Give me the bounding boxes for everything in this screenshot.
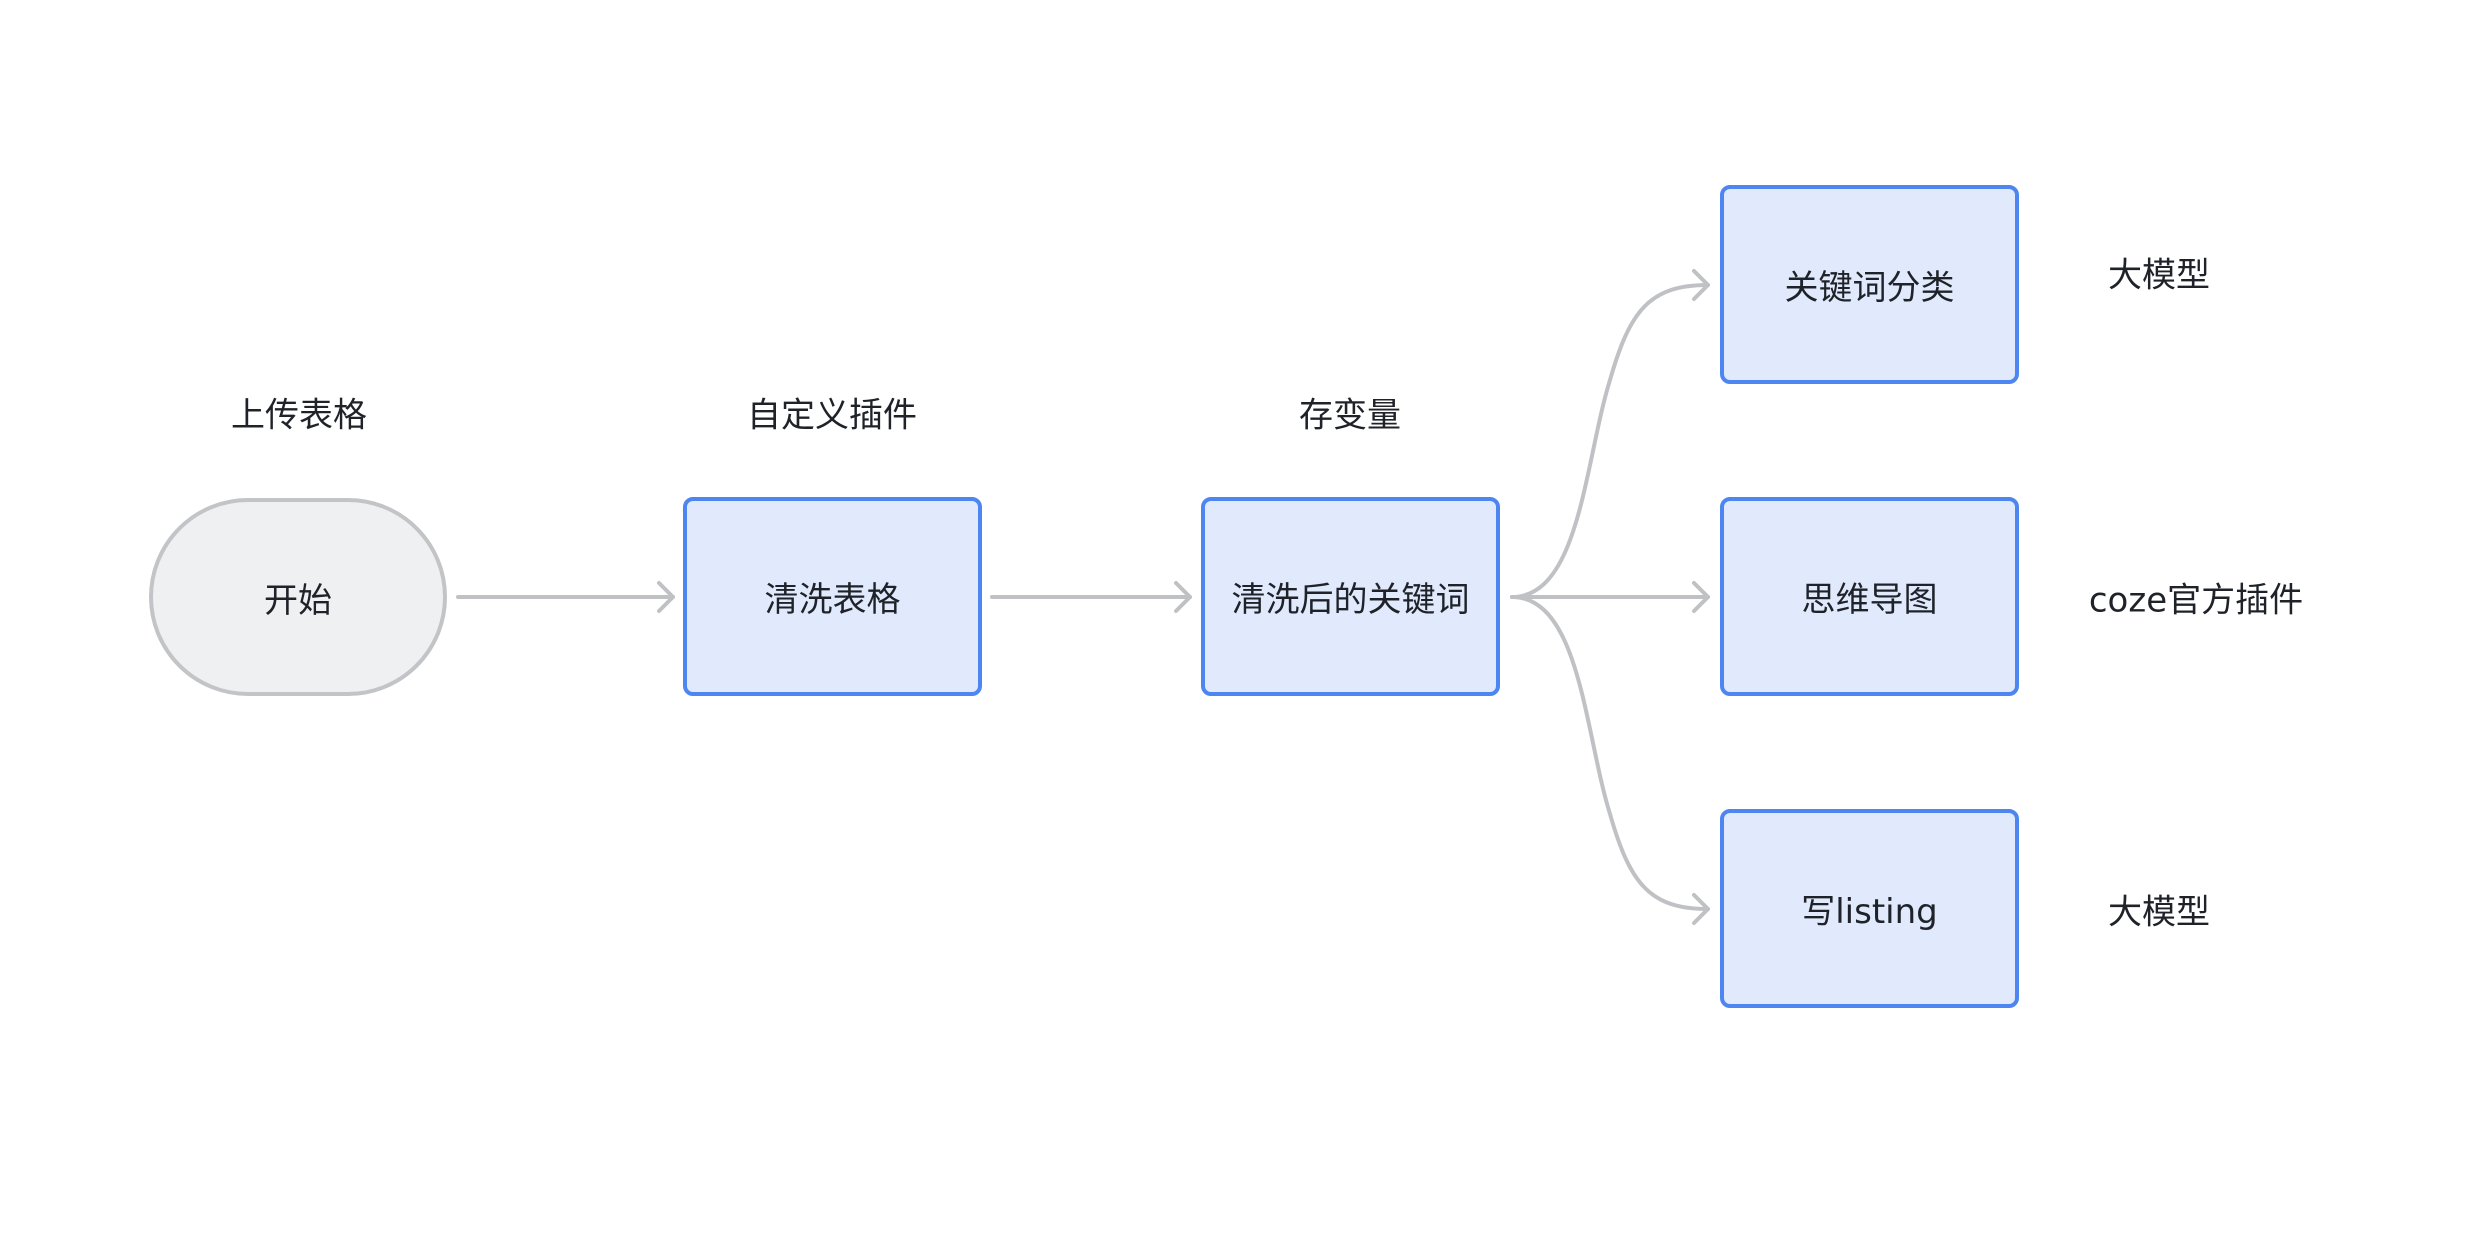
mind-map-node[interactable]: 思维导图 <box>1720 497 2019 696</box>
cleaned-keywords-node[interactable]: 清洗后的关键词 <box>1201 497 1500 696</box>
annotation-custom-plugin: 自定义插件 <box>747 395 917 436</box>
start-node-label: 开始 <box>264 580 332 621</box>
write-listing-node[interactable]: 写listing <box>1720 809 2019 1008</box>
annotation-upload-table: 上传表格 <box>231 395 367 436</box>
annotation-llm-bottom: 大模型 <box>2108 892 2210 933</box>
cleaned-keywords-node-label: 清洗后的关键词 <box>1231 580 1470 620</box>
write-listing-node-label: 写listing <box>1801 892 1938 932</box>
keyword-classify-node-label: 关键词分类 <box>1784 268 1955 308</box>
arrowhead-clean <box>657 581 675 613</box>
keyword-classify-node[interactable]: 关键词分类 <box>1720 185 2019 384</box>
connector-keywords-to-classify <box>1510 283 1710 599</box>
connector-keywords-to-listing <box>1510 595 1710 911</box>
annotation-coze-plugin: coze官方插件 <box>2088 580 2304 621</box>
annotation-store-variable: 存变量 <box>1299 395 1401 436</box>
annotation-llm-top: 大模型 <box>2108 255 2210 296</box>
arrowhead-mindmap <box>1692 581 1710 613</box>
clean-table-node[interactable]: 清洗表格 <box>683 497 982 696</box>
clean-table-node-label: 清洗表格 <box>764 580 901 620</box>
arrowhead-keywords <box>1174 581 1192 613</box>
start-node[interactable]: 开始 <box>149 498 447 696</box>
arrowhead-listing <box>1692 893 1710 925</box>
arrowhead-classify <box>1692 269 1710 301</box>
mind-map-node-label: 思维导图 <box>1801 580 1938 620</box>
